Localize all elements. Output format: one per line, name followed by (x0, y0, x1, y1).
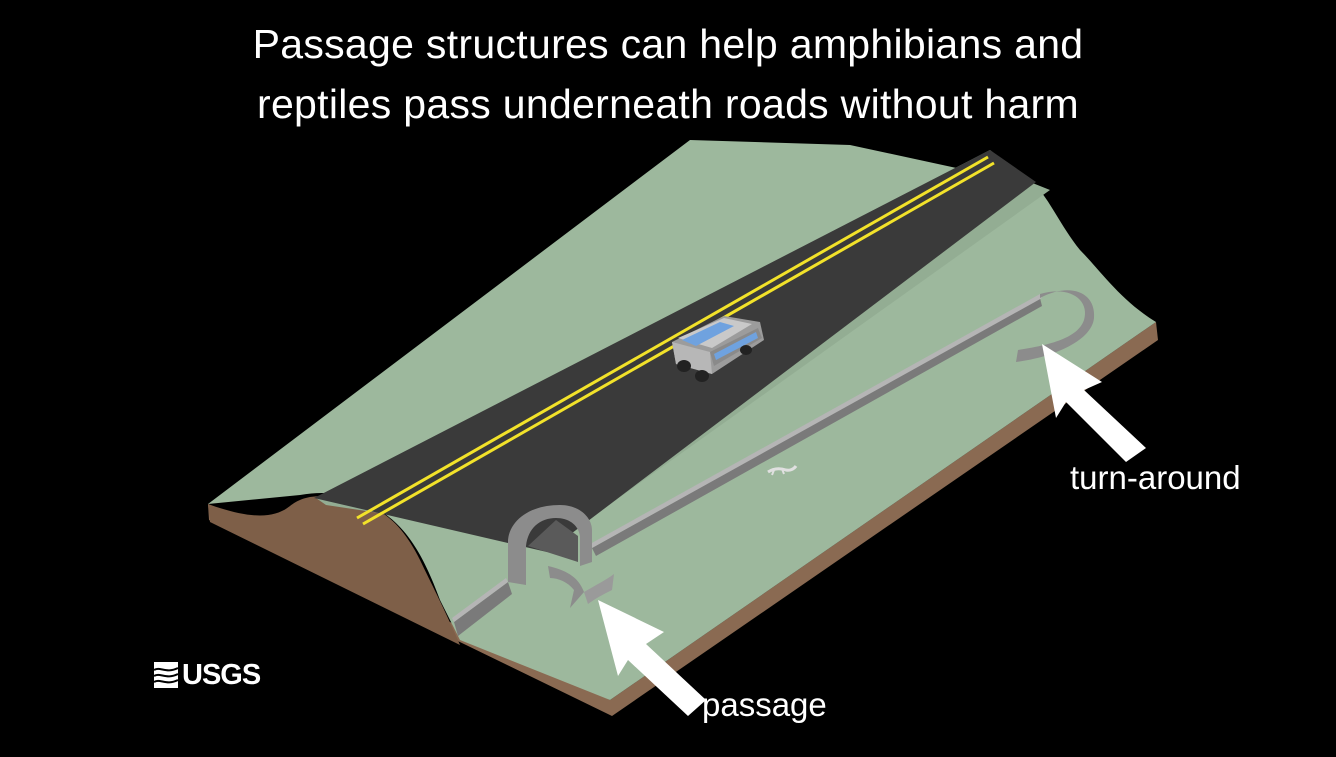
arrow-icon (1042, 344, 1146, 462)
guide-wall-left-top (452, 578, 508, 622)
arrow-icon (598, 600, 706, 716)
passage-opening (528, 520, 578, 562)
usgs-logo: USGS (154, 658, 261, 691)
guide-wall-long-top (590, 294, 1042, 548)
passage-exit-wing (548, 566, 584, 608)
road-center-line-a (356, 155, 989, 520)
passage-tunnel (508, 505, 592, 585)
soil-left-face (208, 496, 460, 645)
guide-wall-long (592, 298, 1042, 556)
title-line-1: Passage structures can help amphibians a… (252, 21, 1084, 67)
turn-around-label: turn-around (1070, 459, 1241, 496)
passage-label: passage (702, 686, 827, 723)
car-icon (672, 316, 764, 382)
usgs-logo-text: USGS (182, 658, 261, 691)
turn-around-wall (1016, 290, 1095, 362)
title-line-2: reptiles pass underneath roads without h… (257, 81, 1079, 127)
passage-exit-wing-2 (584, 574, 614, 604)
guide-wall-left (454, 582, 512, 636)
salamander-icon (767, 465, 798, 476)
usgs-logo-icon (153, 662, 179, 688)
